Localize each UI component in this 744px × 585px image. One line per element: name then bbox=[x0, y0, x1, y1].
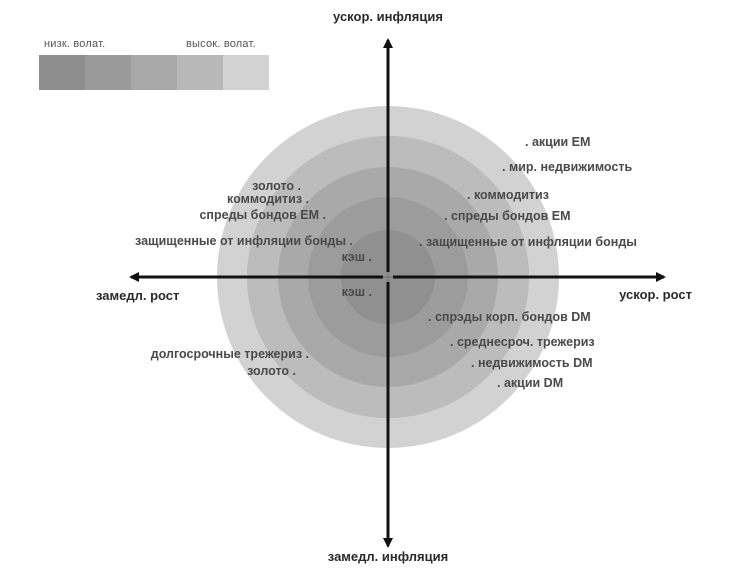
asset-label: . коммодитиз bbox=[467, 188, 549, 202]
assets-lower-left: кэш . долгосрочные трежериз . золото . bbox=[151, 285, 372, 378]
assets-upper-left: золото . коммодитиз . спреды бондов EM .… bbox=[135, 179, 372, 264]
asset-label: . спрэды корп. бондов DM bbox=[428, 310, 591, 324]
asset-label: . акции DM bbox=[497, 376, 563, 390]
legend-low-volatility-label: низк. волат. bbox=[44, 38, 105, 50]
axis-label-bottom: замедл. инфляция bbox=[328, 549, 448, 564]
asset-label: долгосрочные трежериз . bbox=[151, 347, 309, 361]
asset-label: . защищенные от инфляции бонды bbox=[419, 235, 637, 249]
legend-swatch-4 bbox=[177, 55, 223, 90]
assets-lower-right: . спрэды корп. бондов DM . среднесроч. т… bbox=[428, 310, 595, 390]
legend-swatch-1 bbox=[39, 55, 85, 90]
asset-label: кэш . bbox=[342, 250, 372, 264]
asset-label: . спреды бондов EM bbox=[444, 209, 571, 223]
legend-swatch-3 bbox=[131, 55, 177, 90]
asset-label: кэш . bbox=[342, 285, 372, 299]
asset-label: . мир. недвижимость bbox=[502, 160, 632, 174]
asset-label: . среднесроч. трежериз bbox=[450, 335, 595, 349]
asset-label: золото . bbox=[247, 364, 296, 378]
asset-label: спреды бондов EM . bbox=[199, 208, 326, 222]
assets-upper-right: . акции EM . мир. недвижимость . коммоди… bbox=[419, 135, 637, 249]
axis-label-top: ускор. инфляция bbox=[333, 9, 443, 24]
legend-swatch-2 bbox=[85, 55, 131, 90]
asset-label: . акции EM bbox=[525, 135, 590, 149]
asset-label: золото . bbox=[252, 179, 301, 193]
legend-swatch-5 bbox=[223, 55, 269, 90]
asset-label: защищенные от инфляции бонды . bbox=[135, 234, 353, 248]
volatility-legend: низк. волат. высок. волат. bbox=[39, 38, 269, 90]
axis-label-left: замедл. рост bbox=[96, 288, 179, 303]
legend-high-volatility-label: высок. волат. bbox=[186, 38, 256, 50]
asset-label: коммодитиз . bbox=[227, 192, 309, 206]
asset-label: . недвижимость DM bbox=[471, 356, 593, 370]
axis-label-right: ускор. рост bbox=[619, 287, 692, 302]
